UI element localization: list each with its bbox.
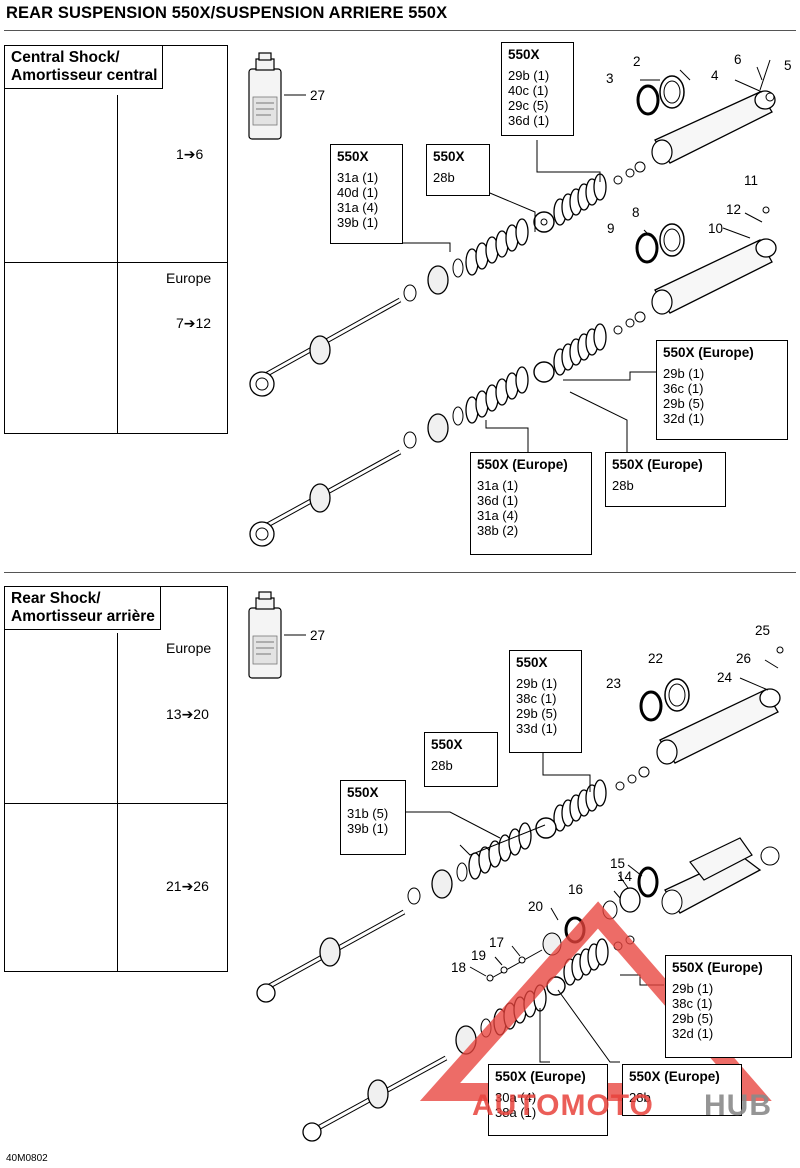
callout-550x-upper-spring: 550X 29b (1)40c (1) 29c (5)36d (1)	[501, 42, 574, 136]
rear-range-1: 13➔20	[166, 706, 209, 722]
title-rule	[4, 30, 796, 31]
europe-rear-shock-body	[486, 837, 780, 982]
part-number: 18	[451, 960, 467, 975]
part-number: 5	[784, 58, 792, 73]
rear-europe-label: Europe	[166, 640, 212, 656]
central-shock-title: Central Shock/ Amortisseur central	[5, 46, 164, 89]
part-number: 3	[606, 71, 614, 86]
callout-europe-rear-lower-spring: 550X (Europe) 30a (4)38a (1)	[488, 1064, 608, 1136]
part-number: 19	[471, 948, 487, 963]
part-number: 20	[528, 899, 544, 914]
europe-rear-spring-stack	[302, 935, 635, 1142]
central-europe-label: Europe	[166, 270, 212, 286]
part-number: 23	[606, 676, 622, 691]
watermark-text-gray: HUB	[704, 1089, 772, 1122]
part-number: 25	[755, 623, 771, 638]
leader-lines	[145, 66, 779, 1063]
part-number: 17	[489, 935, 505, 950]
panel-row-divider	[5, 262, 227, 263]
panel-column-divider	[117, 633, 118, 971]
part-number: 27	[310, 88, 326, 103]
rear-range-2: 21➔26	[166, 878, 209, 894]
oil-can-bottom	[248, 591, 282, 679]
figure-code: 40M0802	[6, 1153, 48, 1164]
callout-550x-rear-spring-seat: 550X 28b	[424, 732, 498, 787]
section-divider	[4, 572, 796, 573]
central-range-2: 7➔12	[176, 315, 212, 331]
europe-shock-body	[635, 206, 777, 315]
panel-row-divider	[5, 803, 227, 804]
callout-550x-lower-spring: 550X 31a (1)40d (1) 31a (4)39b (1)	[330, 144, 403, 244]
upper-shock-body	[636, 59, 776, 165]
upper-spring-stack	[249, 161, 646, 397]
central-shock-panel: Central Shock/ Amortisseur central	[4, 45, 228, 434]
callout-europe-lower-spring: 550X (Europe) 31a (1)36d (1) 31a (4)38b …	[470, 452, 592, 555]
panel-column-divider	[117, 95, 118, 433]
part-number: 27	[310, 628, 326, 643]
part-number: 22	[648, 651, 664, 666]
part-number: 24	[717, 670, 733, 685]
part-number: 10	[708, 221, 724, 236]
rear-shock-title: Rear Shock/ Amortisseur arrière	[5, 587, 161, 630]
part-number: 2	[633, 54, 641, 69]
watermark-text-red: AUTOMOTO	[472, 1089, 654, 1122]
rear-shock-body	[639, 646, 784, 765]
part-number: 14	[617, 869, 633, 884]
central-range-1: 1➔6	[176, 146, 204, 162]
callout-europe-upper-spring: 550X (Europe) 29b (1)36c (1) 29b (5)32d …	[656, 340, 788, 440]
part-number: 16	[568, 882, 584, 897]
part-number: 8	[632, 205, 640, 220]
page-title: REAR SUSPENSION 550X/SUSPENSION ARRIERE …	[6, 4, 448, 22]
europe-spring-stack	[249, 311, 646, 547]
oil-can-top	[248, 52, 282, 140]
callout-550x-spring-seat: 550X 28b	[426, 144, 490, 196]
part-number: 9	[607, 221, 615, 236]
part-number: 6	[734, 52, 742, 67]
part-number: 12	[726, 202, 742, 217]
callout-europe-rear-spring-seat: 550X (Europe) 28b	[622, 1064, 742, 1116]
part-number: 11	[744, 173, 759, 188]
callout-europe-rear-upper-spring: 550X (Europe) 29b (1)38c (1) 29b (5)32d …	[665, 955, 792, 1058]
rear-spring-stack	[256, 766, 650, 1003]
part-number: 26	[736, 651, 752, 666]
rear-shock-panel: Rear Shock/ Amortisseur arrière	[4, 586, 228, 972]
callout-550x-rear-lower-spring: 550X 31b (5)39b (1)	[340, 780, 406, 855]
part-number: 15	[610, 856, 626, 871]
callout-europe-spring-seat: 550X (Europe) 28b	[605, 452, 726, 507]
part-number: 4	[711, 68, 719, 83]
callout-550x-rear-upper-spring: 550X 29b (1)38c (1) 29b (5)33d (1)	[509, 650, 582, 753]
